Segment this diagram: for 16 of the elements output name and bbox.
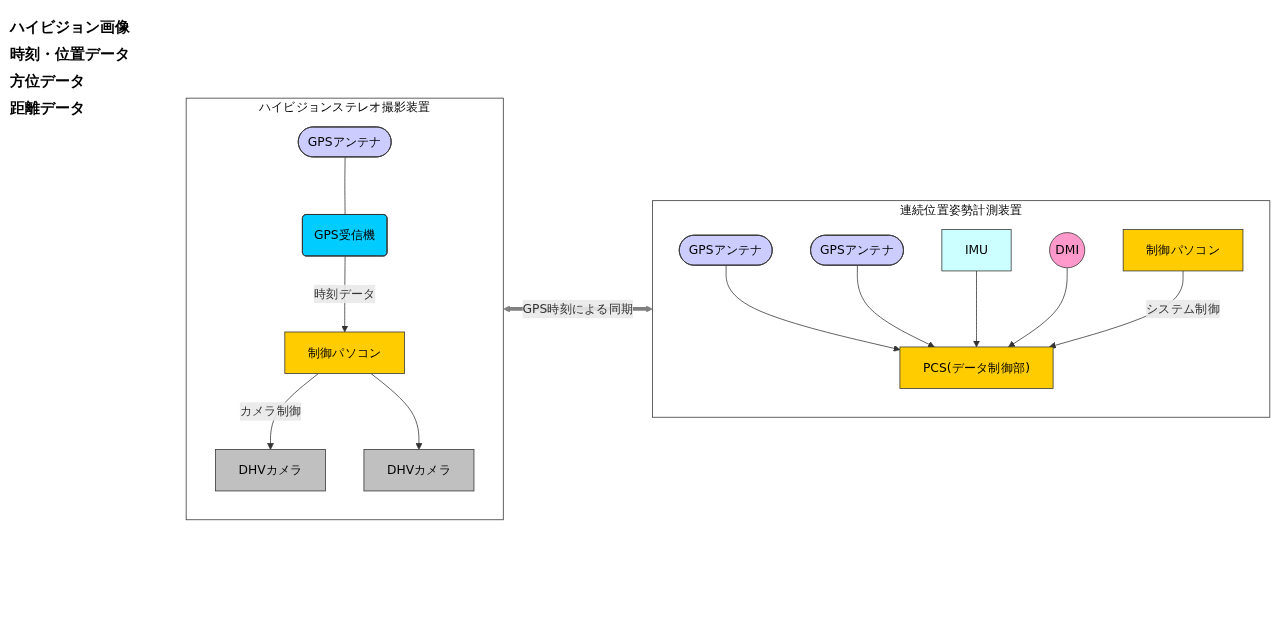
note-label: 時刻・位置データ <box>10 45 131 64</box>
note-label: ハイビジョン画像 <box>10 18 131 37</box>
connector <box>344 156 346 215</box>
node-box: 制御パソコン <box>1122 228 1244 271</box>
node-box: IMU <box>941 228 1012 271</box>
node-circle: DMI <box>1049 231 1086 268</box>
node-box: DHVカメラ <box>363 448 475 491</box>
edge-label: 時刻データ <box>314 285 376 301</box>
edge-label: システム制御 <box>1146 300 1220 316</box>
note-label: 距離データ <box>10 99 86 118</box>
note-label: 方位データ <box>10 72 86 91</box>
edge-label: カメラ制御 <box>239 403 302 418</box>
node-box: PCS(データ制御部) <box>899 346 1054 389</box>
node-box: 制御パソコン <box>284 331 405 374</box>
edge-label: GPS時刻による同期 <box>522 300 634 316</box>
node-box: DHVカメラ <box>215 448 326 491</box>
